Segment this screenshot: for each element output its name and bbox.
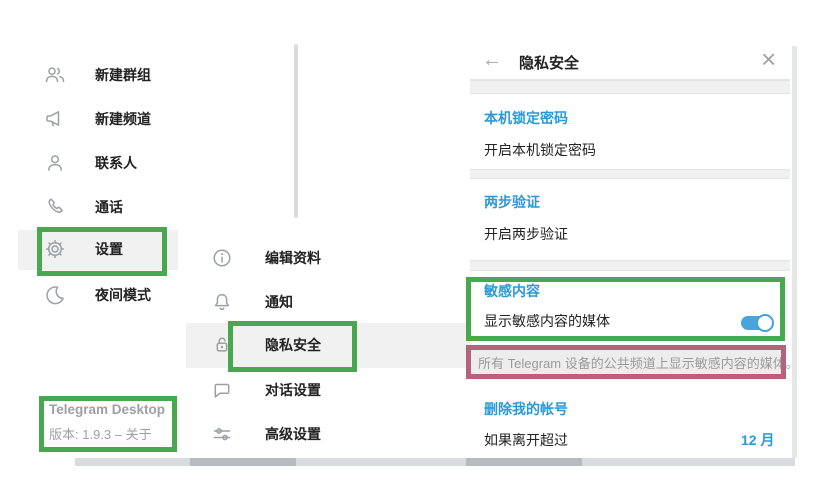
- app-name: Telegram Desktop: [49, 402, 166, 417]
- section-gap: [470, 169, 790, 179]
- edit-profile-icon: [210, 246, 234, 270]
- notifications-icon: [210, 290, 234, 314]
- calls-icon: [43, 195, 67, 219]
- two-step-title: 两步验证: [484, 194, 540, 210]
- settings-item-label: 隐私安全: [265, 337, 321, 353]
- night-mode-icon: [43, 283, 67, 307]
- panel-title: 隐私安全: [519, 55, 580, 72]
- settings-icon: [43, 237, 67, 261]
- menu-item-label: 设置: [95, 241, 123, 257]
- privacy-icon: [210, 333, 234, 357]
- settings-item-label: 对话设置: [265, 382, 321, 398]
- section-gap: [470, 260, 790, 271]
- settings-item-label: 高级设置: [265, 426, 321, 442]
- new-channel-icon: [43, 107, 67, 131]
- section-gap: [470, 80, 790, 94]
- new-group-icon: [43, 63, 67, 87]
- settings-item-privacy-security[interactable]: 隐私安全: [210, 328, 321, 362]
- menu-item-label: 新建频道: [95, 111, 151, 127]
- sensitive-content-title: 敏感内容: [484, 283, 540, 299]
- left-menu-divider: [294, 44, 298, 218]
- turn-on-two-step-link[interactable]: 开启两步验证: [484, 226, 568, 242]
- chat-settings-icon: [210, 378, 234, 402]
- menu-item-label: 新建群组: [95, 67, 151, 83]
- privacy-row-highlight: [186, 323, 472, 368]
- menu-item-contacts[interactable]: 联系人: [43, 146, 137, 180]
- header-divider: [470, 79, 790, 80]
- menu-item-night-mode[interactable]: 夜间模式: [43, 278, 151, 312]
- settings-item-notifications[interactable]: 通知: [210, 285, 293, 319]
- sensitive-media-toggle[interactable]: [741, 314, 774, 332]
- advanced-icon: [210, 422, 234, 446]
- menu-item-label: 联系人: [95, 155, 137, 171]
- horizontal-scrollbar-thumb[interactable]: [466, 458, 582, 466]
- menu-item-new-channel[interactable]: 新建频道: [43, 102, 151, 136]
- menu-item-new-group[interactable]: 新建群组: [43, 58, 151, 92]
- menu-item-label: 夜间模式: [95, 287, 151, 303]
- horizontal-scrollbar-thumb[interactable]: [190, 458, 296, 466]
- close-icon[interactable]: ×: [761, 44, 777, 74]
- settings-row-highlight: [18, 230, 178, 270]
- settings-item-chat-settings[interactable]: 对话设置: [210, 373, 321, 407]
- turn-on-local-passcode-link[interactable]: 开启本机锁定密码: [484, 142, 596, 158]
- menu-item-settings[interactable]: 设置: [43, 232, 123, 266]
- back-arrow-icon[interactable]: ←: [482, 49, 502, 71]
- app-version-about-link[interactable]: 版本: 1.9.3 – 关于: [49, 427, 152, 442]
- menu-item-calls[interactable]: 通话: [43, 190, 123, 224]
- menu-item-label: 通话: [95, 199, 123, 215]
- horizontal-scrollbar[interactable]: [75, 458, 795, 466]
- right-panel-scrollbar[interactable]: [792, 46, 797, 458]
- local-passcode-title: 本机锁定密码: [484, 110, 568, 126]
- settings-item-edit-profile[interactable]: 编辑资料: [210, 241, 321, 275]
- delete-account-title: 删除我的帐号: [484, 401, 568, 417]
- contacts-icon: [43, 151, 67, 175]
- settings-item-advanced[interactable]: 高级设置: [210, 417, 321, 451]
- if-away-label: 如果离开超过: [484, 432, 568, 448]
- sensitive-note-text: 所有 Telegram 设备的公共频道上显示敏感内容的媒体。: [478, 356, 799, 371]
- sensitive-note-band: [471, 350, 786, 375]
- away-duration-value[interactable]: 12 月: [741, 432, 775, 448]
- sensitive-media-label: 显示敏感内容的媒体: [484, 313, 610, 329]
- settings-item-label: 编辑资料: [265, 250, 321, 266]
- settings-item-label: 通知: [265, 294, 293, 310]
